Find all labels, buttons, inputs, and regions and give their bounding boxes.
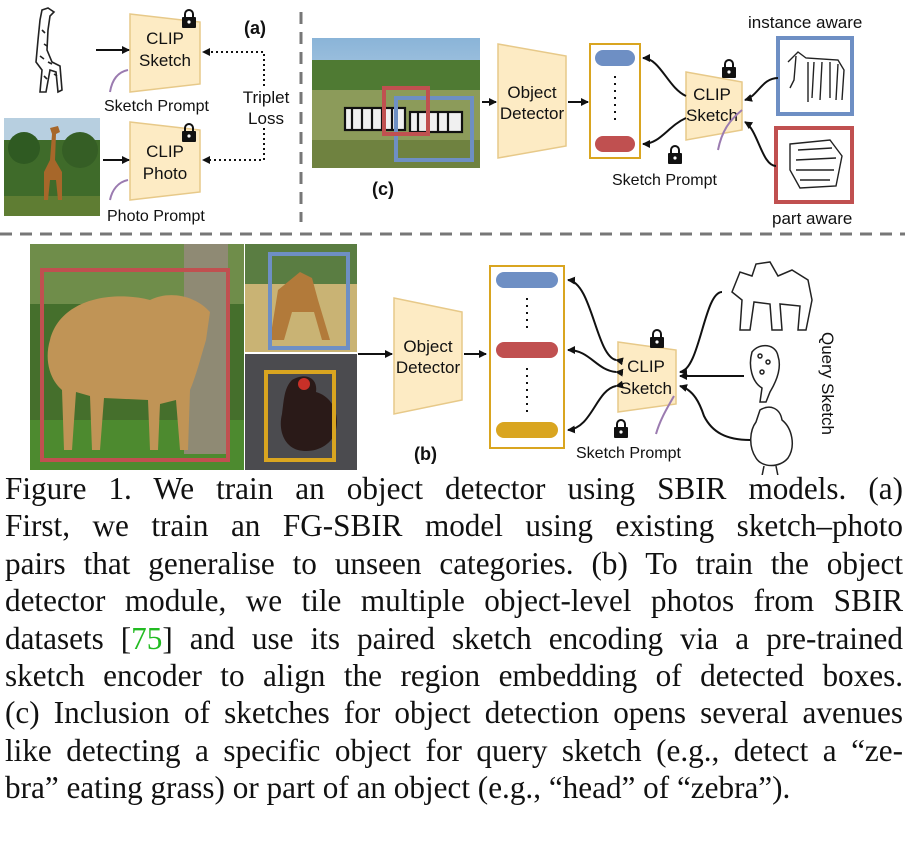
clip-sketch-c-label-2: Sketch — [686, 106, 738, 125]
lock-icon — [722, 59, 736, 78]
caption-line: Figure 1. We train an object detector us… — [5, 471, 903, 506]
camel-box — [40, 268, 230, 462]
figure-1: CLIP Sketch CLIP Photo Sketch Prompt Photo… — [0, 7, 905, 475]
camel-sketch — [731, 261, 813, 331]
giraffes-photo — [245, 244, 357, 352]
zebra-head-sketch — [789, 139, 843, 189]
giraffe-sketch — [35, 7, 63, 94]
clip-sketch-b-label-2: Sketch — [620, 379, 672, 398]
query-sketch-label: Query Sketch — [818, 332, 837, 435]
clip-sketch-b-label-1: CLIP — [627, 357, 665, 376]
sketch-prompt-c-label: Sketch Prompt — [612, 172, 717, 189]
zebra-photo — [312, 38, 480, 168]
clip-sketch-c-label-1: CLIP — [693, 85, 731, 104]
caption-line: bra” eating grass) or part of an object … — [5, 770, 791, 806]
lock-icon — [614, 419, 628, 438]
object-detector-b — [393, 297, 463, 415]
lock-icon — [650, 329, 664, 348]
caption-line: (c) Inclusion of sketches for object det… — [5, 695, 903, 731]
photo-prompt-label: Photo Prompt — [107, 208, 205, 225]
embedding-red-b — [496, 342, 558, 358]
part-aware-label: part aware — [772, 209, 852, 228]
clip-photo-label-2: Photo — [143, 164, 187, 183]
detector-b-label-2: Detector — [396, 358, 461, 377]
detector-c-label-1: Object — [507, 83, 556, 102]
sketch-prompt-label: Sketch Prompt — [104, 98, 209, 115]
sketch-prompt-b-label: Sketch Prompt — [576, 445, 681, 462]
zebra-instance-sketch — [787, 51, 845, 102]
caption-text: datasets [ — [5, 620, 132, 656]
panel-b-label: (b) — [414, 444, 437, 464]
caption-line-with-citation: datasets [75] and use its paired sketch … — [5, 620, 903, 657]
giraffe-box — [268, 252, 350, 350]
panel-a-label: (a) — [244, 18, 266, 38]
caption-line: pairs that generalise to unseen categori… — [5, 545, 903, 581]
lock-icon — [182, 9, 196, 28]
instance-aware-label: instance aware — [748, 13, 862, 32]
instance-sketch-box — [776, 36, 854, 116]
triplet-loss-label-2: Loss — [248, 109, 284, 128]
clip-sketch-encoder-b — [617, 341, 677, 413]
embedding-blue — [595, 50, 635, 66]
giraffe-query-sketch — [749, 344, 781, 403]
clip-photo-label-1: CLIP — [146, 142, 184, 161]
rooster-photo — [245, 354, 357, 470]
embedding-orange-b — [496, 422, 558, 438]
caption-line: First, we train an FG-SBIR model using e… — [5, 508, 903, 544]
detector-b-label-1: Object — [403, 337, 452, 356]
instance-box — [394, 96, 474, 162]
detector-c-label-2: Detector — [500, 104, 565, 123]
embedding-blue-b — [496, 272, 558, 288]
caption-line: like detecting a specific object for que… — [5, 732, 903, 768]
clip-sketch-label-2: Sketch — [139, 51, 191, 70]
object-detector-c — [497, 43, 567, 159]
rooster-sketch — [750, 406, 794, 475]
citation-link[interactable]: 75 — [131, 620, 163, 656]
clip-sketch-label-1: CLIP — [146, 29, 184, 48]
camel-photo — [30, 244, 244, 470]
embedding-red — [595, 136, 635, 152]
caption-line: detector module, we tile multiple object… — [5, 583, 903, 619]
caption-line: sketch encoder to align the region embed… — [5, 658, 903, 694]
clip-sketch-encoder — [129, 13, 201, 93]
triplet-loss-label-1: Triplet — [243, 88, 290, 107]
caption-text: ] and use its paired sketch encoding via… — [162, 620, 903, 656]
giraffe-photo — [4, 118, 100, 216]
rooster-box — [264, 370, 336, 462]
panel-a: CLIP Sketch CLIP Photo Sketch Prompt Photo… — [4, 7, 290, 225]
lock-icon — [668, 145, 682, 164]
part-box — [382, 86, 430, 136]
lock-icon — [182, 123, 196, 142]
clip-sketch-encoder-c — [685, 71, 743, 141]
panel-c-label: (c) — [372, 179, 394, 199]
figure-caption: Figure 1. We train an object detector us… — [5, 470, 903, 807]
